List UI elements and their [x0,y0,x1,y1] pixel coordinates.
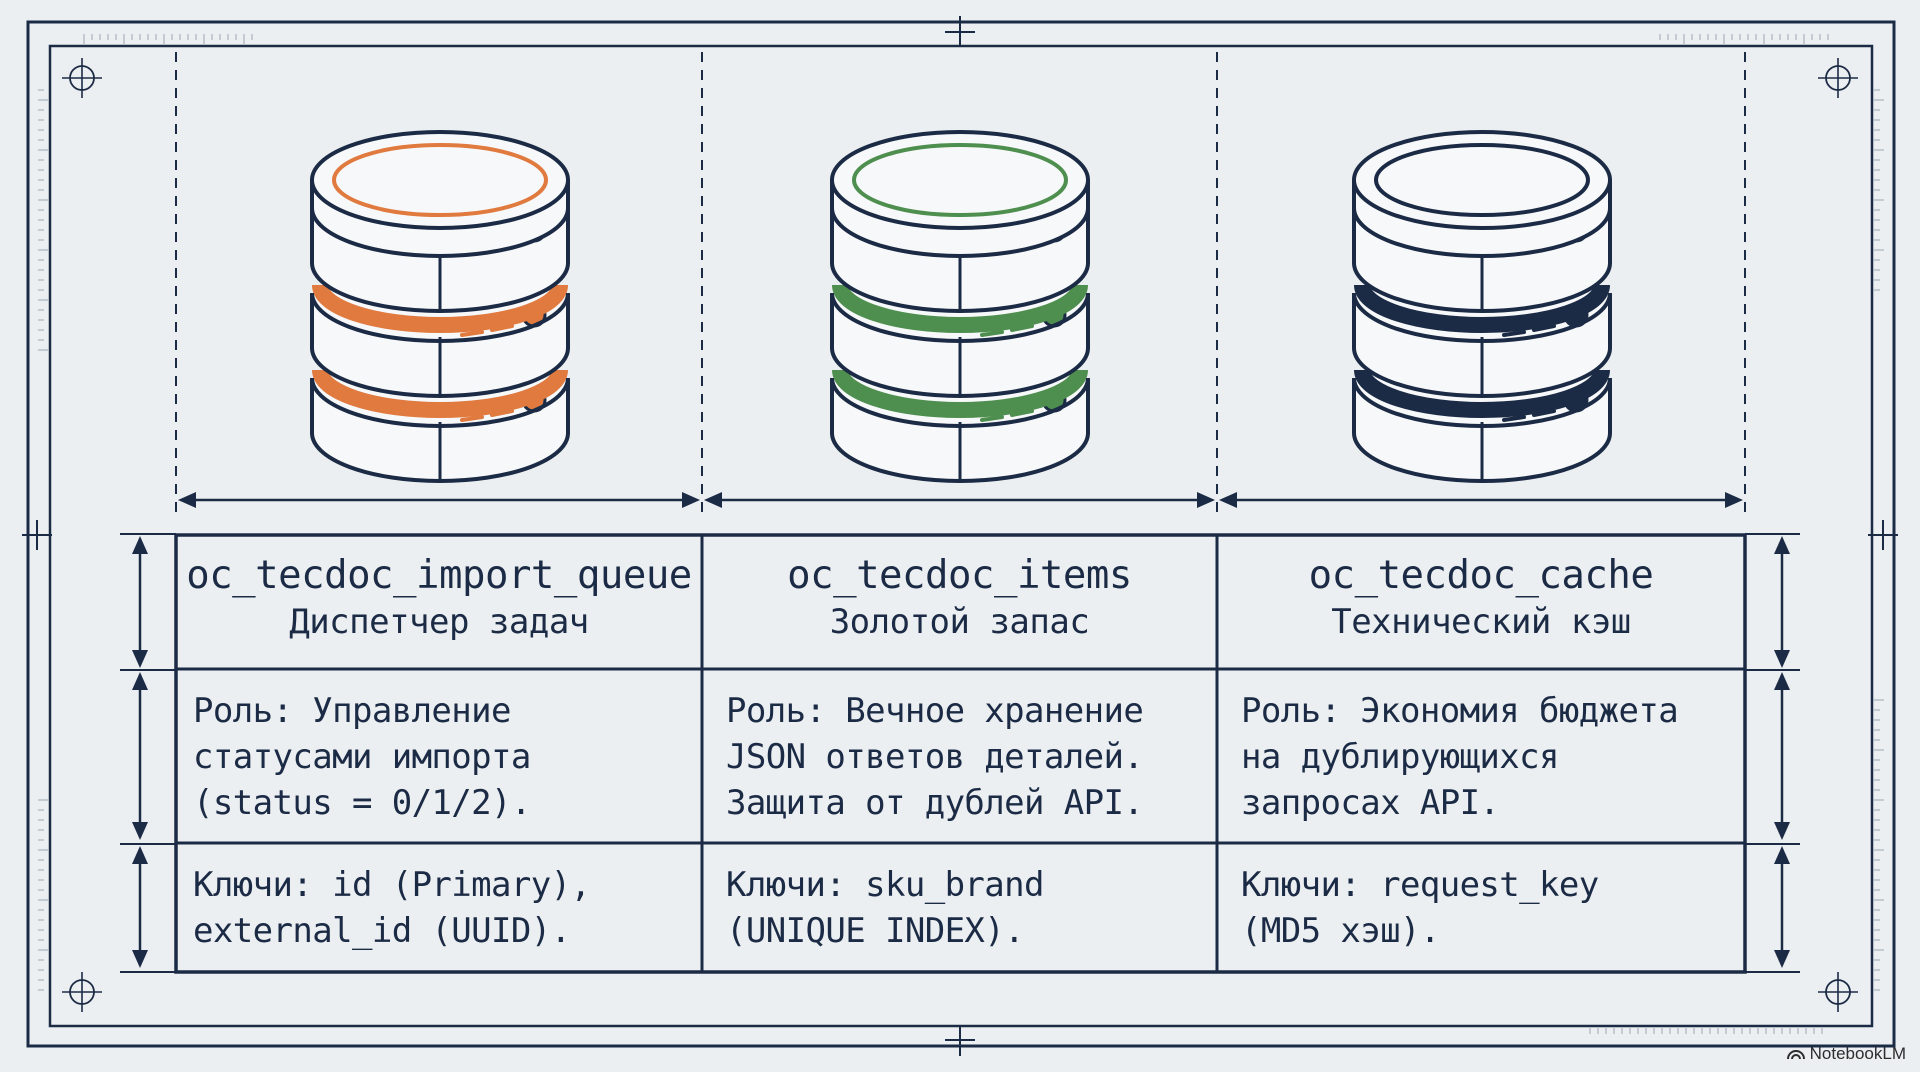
status-dashes [980,409,1034,422]
status-dashes [980,324,1034,337]
queue-table-subtitle: Диспетчер задач [289,602,589,642]
cache-table-name: oc_tecdoc_cache [1308,553,1654,598]
status-dashes [1502,324,1556,337]
blueprint-frame [22,16,1898,1056]
watermark-text: NotebookLM [1809,1044,1906,1063]
items-keys-text: Ключи: sku_brand (UNIQUE INDEX). [726,865,1045,951]
cache-keys-text: Ключи: request_key (MD5 хэш). [1241,865,1599,951]
cache-table-subtitle: Технический кэш [1331,602,1631,642]
database-icons [310,130,1612,483]
database-slab [830,284,1090,398]
corner-target-icon [1818,972,1858,1012]
table-border [174,533,1747,974]
accent-band [312,284,568,333]
width-dimension-arrow [1219,492,1743,508]
accent-band [832,369,1088,418]
status-dashes [460,409,514,422]
database-slab [310,369,570,483]
database-top-ring [1374,143,1590,217]
table-grid [174,533,1747,974]
cache-database-icon [1352,130,1612,483]
height-dimension-arrow [1774,672,1790,840]
items-database-icon [830,130,1090,483]
queue-header-cell: oc_tecdoc_import_queue Диспетчер задач [176,552,702,644]
database-top [310,130,570,230]
cache-header-cell: oc_tecdoc_cache Технический кэш [1217,552,1745,644]
accent-band [832,284,1088,333]
status-dashes [1502,409,1556,422]
corner-target-icon [62,58,102,98]
corner-target-icon [62,972,102,1012]
database-top [830,130,1090,230]
database-slab [310,284,570,398]
items-header-cell: oc_tecdoc_items Золотой запас [702,552,1217,644]
edge-crosshairs [22,16,1898,1056]
width-dimension-arrow [178,492,700,508]
ruler-ticks [38,34,1884,1034]
database-top-ring [852,143,1068,217]
accent-band [312,369,568,418]
queue-keys-text: Ключи: id (Primary), external_id (UUID). [193,865,591,951]
items-table-subtitle: Золотой запас [829,602,1090,642]
height-dimension-arrow [132,536,148,668]
cache-role-text: Роль: Экономия бюджета на дублирующихся … [1241,691,1679,823]
accent-band [1354,369,1610,418]
notebooklm-logo-icon [1786,1050,1805,1060]
database-slab [1352,284,1612,398]
dimension-guides [120,52,1800,973]
queue-table-name: oc_tecdoc_import_queue [186,553,692,598]
height-dimension-arrow [132,672,148,840]
items-role-text: Роль: Вечное хранение JSON ответов детал… [726,691,1144,823]
height-dimension-arrow [1774,536,1790,668]
notebooklm-watermark: NotebookLM [1786,1044,1906,1064]
status-dashes [460,324,514,337]
database-slab [830,369,1090,483]
database-top [1352,130,1612,230]
database-slab [1352,369,1612,483]
accent-band [1354,284,1610,333]
database-top-ring [332,143,548,217]
items-table-name: oc_tecdoc_items [787,553,1132,598]
queue-database-icon [310,130,570,483]
queue-role-text: Роль: Управление статусами импорта (stat… [193,691,531,823]
width-dimension-arrow [704,492,1215,508]
corner-target-icon [1818,58,1858,98]
height-dimension-arrow [132,846,148,968]
height-dimension-arrow [1774,846,1790,968]
